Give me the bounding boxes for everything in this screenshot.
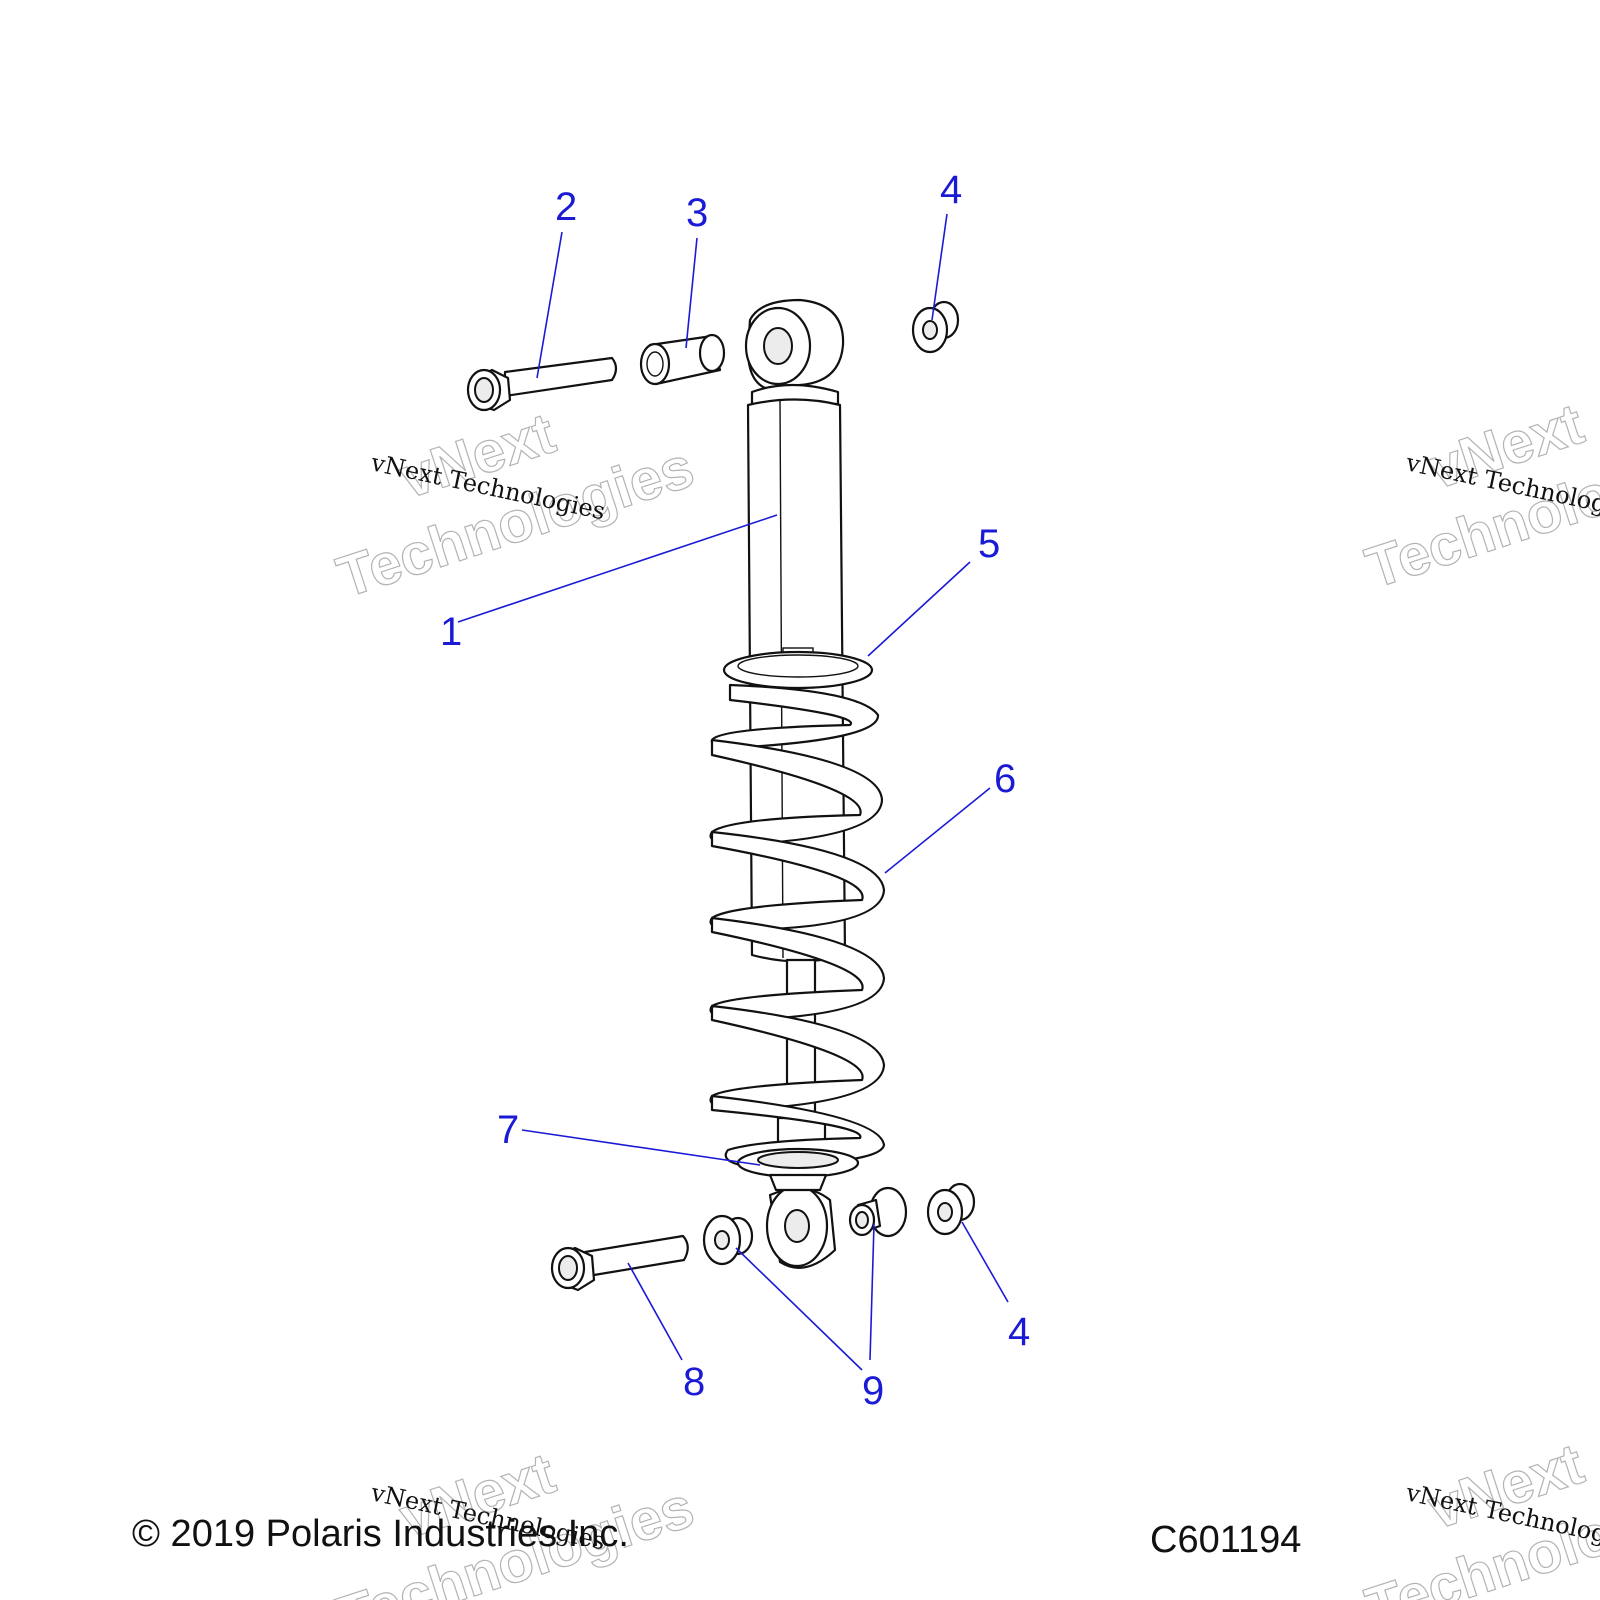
lower-spring-retainer	[736, 1147, 860, 1192]
bushing-right	[848, 1186, 908, 1238]
bushing-left	[702, 1214, 754, 1266]
callout-1: 1	[440, 610, 462, 654]
upper-bolt	[466, 356, 618, 412]
callout-5: 5	[978, 522, 1000, 566]
upper-flange-nut	[911, 300, 960, 354]
callout-7: 7	[497, 1108, 519, 1152]
callout-6: 6	[994, 757, 1016, 801]
callout-4-top: 4	[940, 168, 962, 212]
lower-flange-nut	[926, 1182, 976, 1236]
callout-2: 2	[555, 185, 577, 229]
watermark-bottom-left: vNext Technologies	[329, 1440, 702, 1600]
callout-4-bottom: 4	[1008, 1310, 1030, 1354]
copyright-text: © 2019 Polaris Industries Inc.	[132, 1513, 629, 1555]
upper-spring-retainer	[722, 650, 874, 690]
callout-9: 9	[862, 1369, 884, 1413]
coil-spring	[709, 683, 886, 1167]
diagram-id: C601194	[1150, 1519, 1301, 1561]
callout-8: 8	[683, 1360, 705, 1404]
bushing-sleeve	[639, 333, 726, 386]
leader-lines	[457, 213, 1009, 1371]
lower-bolt	[550, 1234, 689, 1292]
callout-3: 3	[686, 191, 708, 235]
